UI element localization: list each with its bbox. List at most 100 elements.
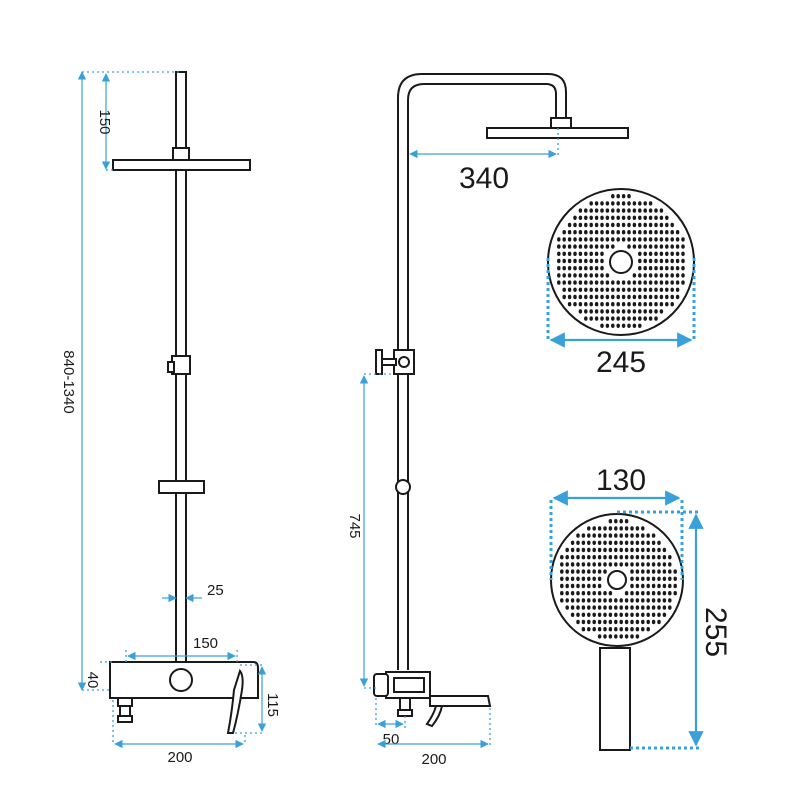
nozzle-dot xyxy=(589,273,593,278)
nozzle-dot xyxy=(605,280,610,285)
nozzle-dot xyxy=(573,258,577,264)
nozzle-dot xyxy=(584,251,588,256)
nozzle-dot xyxy=(675,266,680,271)
nozzle-dot xyxy=(594,266,599,271)
label-745: 745 xyxy=(346,513,363,538)
nozzle-dot xyxy=(665,237,669,242)
nozzle-dot xyxy=(587,627,591,632)
nozzle-dot xyxy=(605,208,610,213)
nozzle-dot xyxy=(581,605,586,610)
nozzle-dot xyxy=(627,222,631,228)
nozzle-dot xyxy=(648,309,653,314)
nozzle-dot xyxy=(600,302,604,307)
nozzle-dot xyxy=(557,266,561,271)
nozzle-dot xyxy=(619,562,623,567)
nozzle-dot xyxy=(592,576,596,581)
hand-shower-view: 130 255 xyxy=(549,464,732,751)
nozzle-dot xyxy=(614,634,618,639)
nozzle-dot xyxy=(557,251,561,256)
nozzle-dot xyxy=(624,555,629,560)
nozzle-dot xyxy=(594,273,599,278)
side-riser-outer xyxy=(397,73,567,670)
nozzle-dot xyxy=(600,316,604,321)
nozzle-dot xyxy=(594,294,599,300)
nozzle-dot xyxy=(616,222,620,228)
nozzle-dot xyxy=(616,201,620,206)
nozzle-dot xyxy=(614,627,618,632)
nozzle-dot xyxy=(616,208,620,213)
nozzle-dot xyxy=(603,547,607,553)
nozzle-dot xyxy=(594,230,599,235)
nozzle-dot xyxy=(648,222,653,228)
nozzle-dot xyxy=(632,309,637,314)
nozzle-dot xyxy=(627,294,631,300)
nozzle-dot xyxy=(584,316,588,321)
nozzle-dot xyxy=(567,266,572,271)
nozzle-dot xyxy=(657,591,661,596)
nozzle-dot xyxy=(576,583,580,589)
hand-center-hub xyxy=(607,570,627,590)
nozzle-dot xyxy=(608,526,613,531)
nozzle-dot xyxy=(608,605,613,610)
nozzle-dot xyxy=(659,294,664,300)
nozzle-dot xyxy=(646,591,650,596)
nozzle-dot xyxy=(578,280,583,285)
nozzle-dot xyxy=(562,294,566,300)
nozzle-dot xyxy=(562,258,566,264)
nozzle-dot xyxy=(654,208,658,213)
nozzle-dot xyxy=(662,562,667,567)
nozzle-dot xyxy=(560,583,564,589)
nozzle-dot xyxy=(641,627,645,632)
nozzle-dot xyxy=(605,294,610,300)
nozzle-dot xyxy=(589,230,593,235)
nozzle-dot xyxy=(638,280,642,285)
nozzle-dot xyxy=(630,526,634,531)
nozzle-dot xyxy=(630,540,634,545)
nozzle-dot xyxy=(668,569,672,574)
nozzle-dot xyxy=(570,555,575,560)
nozzle-dot xyxy=(659,215,664,220)
side-view: 340 745 50 200 xyxy=(346,73,629,768)
nozzle-dot xyxy=(573,302,577,307)
nozzle-dot xyxy=(624,526,629,531)
nozzle-dot xyxy=(597,634,602,639)
nozzle-dot xyxy=(643,230,647,235)
nozzle-dot xyxy=(597,619,602,625)
nozzle-dot xyxy=(570,562,575,567)
nozzle-dot xyxy=(641,619,645,625)
label-150-mixer: 150 xyxy=(193,635,218,652)
nozzle-dot xyxy=(592,540,596,545)
nozzle-dot xyxy=(557,280,561,285)
nozzle-dot xyxy=(567,294,572,300)
nozzle-dot xyxy=(646,569,650,574)
nozzle-dot xyxy=(608,612,613,617)
nozzle-dot xyxy=(627,215,631,220)
nozzle-dot xyxy=(619,634,623,639)
nozzle-dot xyxy=(578,258,583,264)
nozzle-dot xyxy=(567,280,572,285)
nozzle-dot xyxy=(670,222,674,228)
nozzle-dot xyxy=(624,519,629,524)
nozzle-dot xyxy=(594,287,599,292)
nozzle-dot xyxy=(578,251,583,256)
nozzle-dot xyxy=(570,583,575,589)
nozzle-dot xyxy=(562,273,566,278)
nozzle-dot xyxy=(673,576,677,581)
nozzle-dot xyxy=(668,562,672,567)
nozzle-dot xyxy=(587,619,591,625)
nozzle-dot xyxy=(578,208,583,213)
nozzle-dot xyxy=(589,201,593,206)
nozzle-dot xyxy=(560,598,564,603)
nozzle-dot xyxy=(646,555,650,560)
nozzle-dot xyxy=(611,215,615,220)
nozzle-dot xyxy=(578,266,583,271)
nozzle-dot xyxy=(648,302,653,307)
nozzle-dot xyxy=(562,287,566,292)
nozzle-dot xyxy=(589,244,593,249)
nozzle-dot xyxy=(635,612,640,617)
nozzle-dot xyxy=(654,294,658,300)
nozzle-dot xyxy=(638,302,642,307)
nozzle-dot xyxy=(638,287,642,292)
nozzle-dot xyxy=(600,323,604,328)
nozzle-dot xyxy=(619,526,623,531)
